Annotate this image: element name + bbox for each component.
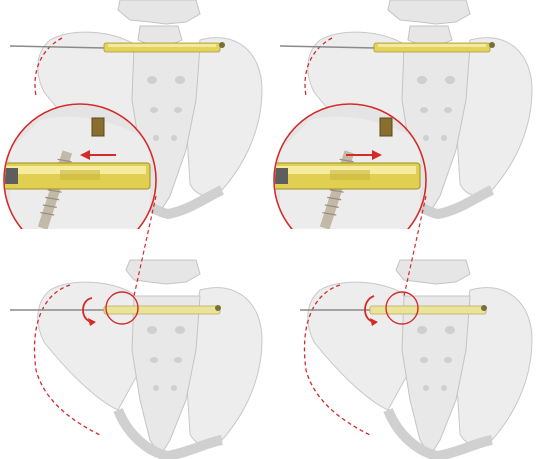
inset-sleeve-end xyxy=(270,168,288,184)
left-ilium xyxy=(308,282,410,410)
left-ilium xyxy=(38,282,140,410)
panel-bottom-left xyxy=(0,230,269,459)
inset-sleeve-end xyxy=(0,168,18,184)
sleeve-highlight xyxy=(108,44,216,47)
inset-sleeve-window xyxy=(330,170,370,180)
lumbar-vertebra xyxy=(388,0,470,46)
inset-sleeve-window xyxy=(60,170,100,180)
lumbar-vertebra xyxy=(118,0,200,46)
screw-head xyxy=(481,305,487,311)
pelvis-illustration xyxy=(270,230,539,459)
panel-top-left xyxy=(0,0,269,229)
lumbar-vertebra xyxy=(126,260,200,284)
screw-head xyxy=(489,42,495,48)
panel-bottom-right xyxy=(270,230,539,459)
screw-head xyxy=(215,305,221,311)
inset-screw-head xyxy=(380,118,392,136)
pelvis-illustration xyxy=(0,230,269,459)
inset-screw-head xyxy=(92,118,104,136)
pelvis-illustration xyxy=(270,0,539,229)
lumbar-vertebra xyxy=(396,260,470,284)
pelvis-illustration xyxy=(0,0,269,229)
panel-top-right xyxy=(270,0,539,229)
sleeve-highlight xyxy=(378,44,486,47)
screw-head xyxy=(219,42,225,48)
insertion-sleeve xyxy=(104,306,220,314)
